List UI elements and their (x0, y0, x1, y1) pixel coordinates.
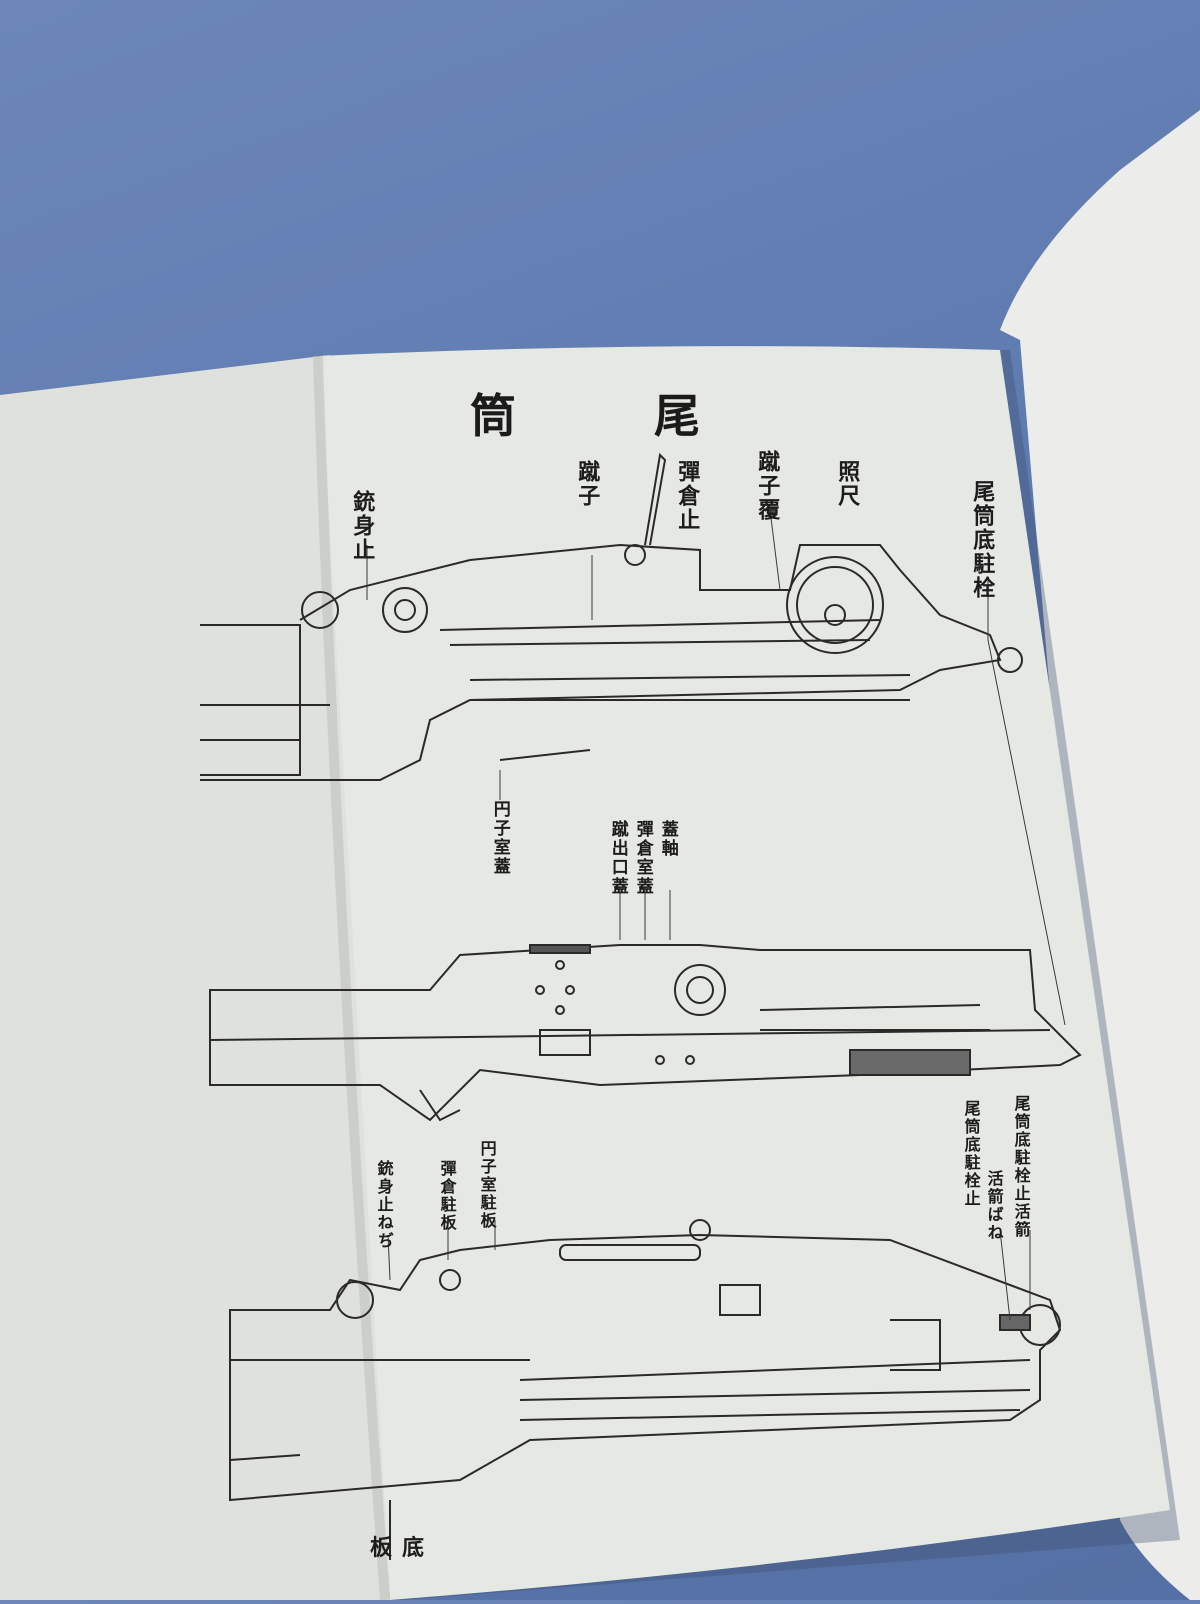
title-char-1: 筒 (470, 389, 516, 443)
label-base-pin: 尾筒底駐栓 (969, 480, 996, 600)
label-pin-spring-stop: 尾筒底駐栓止活箭 (1011, 1095, 1031, 1239)
label-magazine-cover: 彈倉室蓋 (632, 820, 653, 896)
base-plate-char-1: 板 (370, 1535, 403, 1561)
label-spring: 活箭ばね (984, 1170, 1004, 1242)
leader-lines (366, 509, 1066, 1321)
label-base-plate: 板底 (370, 1530, 434, 1562)
title-char-2: 尾 (654, 389, 700, 443)
drawing-bottom (229, 1219, 1062, 1560)
base-plate-char-2: 底 (402, 1535, 435, 1561)
drawing-middle (209, 944, 1082, 1122)
drawing-top (200, 452, 1023, 781)
label-striker: 蹴子 (574, 460, 601, 508)
label-barrel-stop-screw: 銃身止ねぢ (374, 1160, 394, 1250)
label-ejection-cover: 蹴出口蓋 (607, 820, 628, 896)
label-cover-shaft: 蓋軸 (657, 820, 678, 858)
label-sight: 照尺 (834, 460, 861, 508)
label-magazine-plate: 彈倉駐板 (437, 1160, 457, 1232)
label-chamber-cover: 円子室蓋 (489, 800, 510, 876)
label-pin-stop: 尾筒底駐栓止 (961, 1100, 981, 1208)
page-title: 筒 尾 (470, 380, 700, 446)
label-magazine-stop: 彈倉止 (674, 460, 701, 532)
label-chamber-plate: 円子室駐板 (477, 1140, 497, 1230)
label-barrel-stop: 銃身止 (349, 490, 376, 562)
label-striker-cover: 蹴子覆 (754, 450, 781, 522)
